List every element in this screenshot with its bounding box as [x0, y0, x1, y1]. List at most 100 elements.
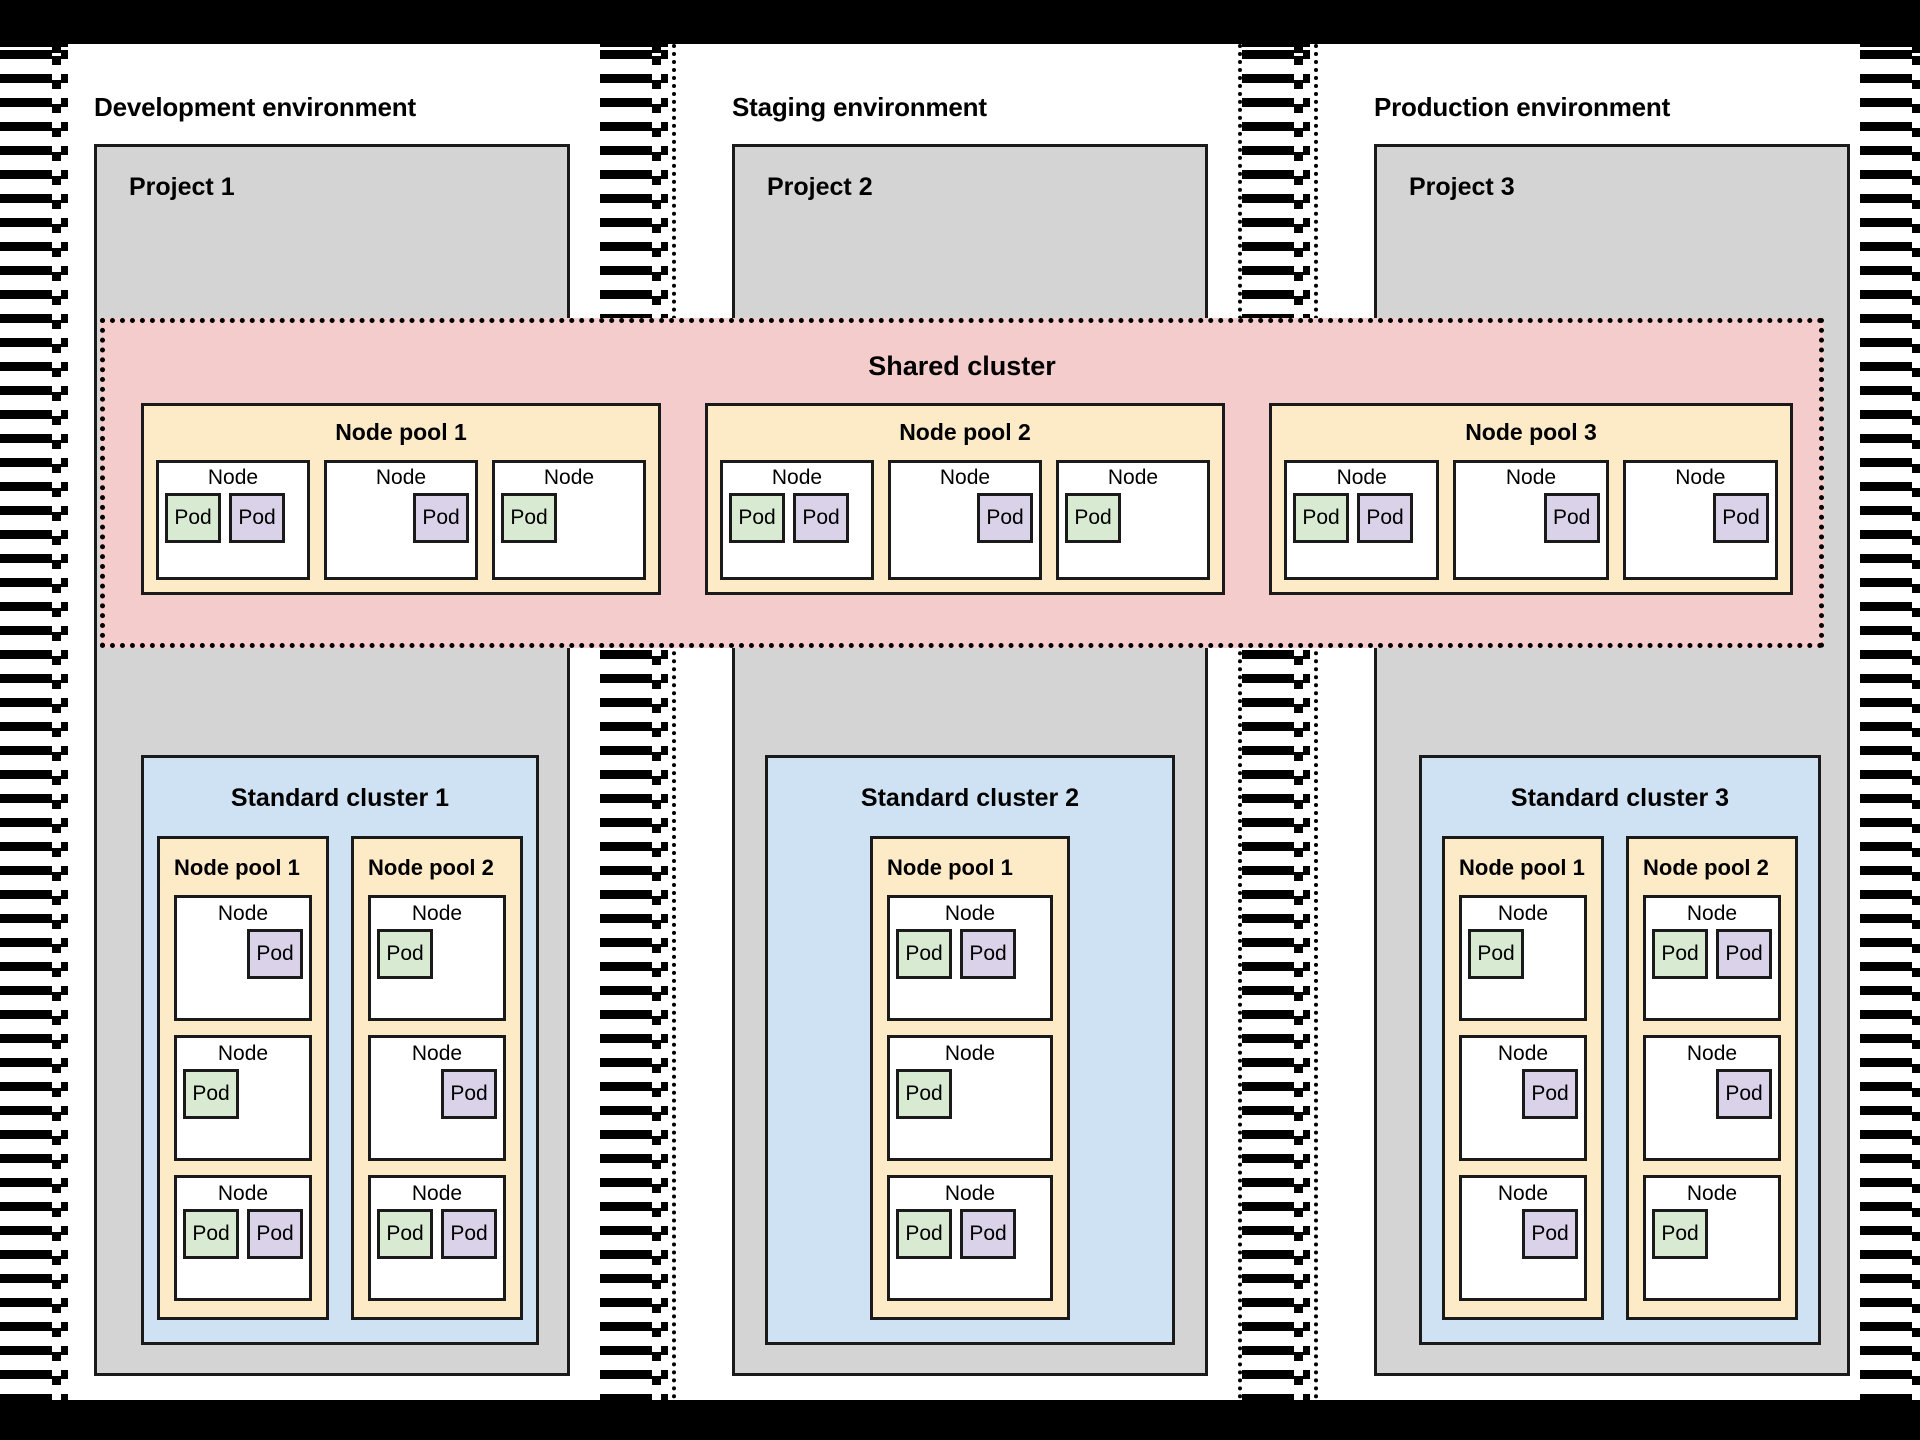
pod-purple[interactable]: Pod [960, 928, 1016, 979]
pod-green[interactable]: Pod [896, 1068, 952, 1119]
shared-cluster-title: Shared cluster [868, 351, 1056, 381]
node-pool-title: Node pool 1 [174, 855, 300, 880]
pod-green[interactable]: Pod [1293, 492, 1349, 543]
pod-purple[interactable]: Pod [441, 1068, 497, 1119]
pod-purple[interactable]: Pod [441, 1208, 497, 1259]
node-label: Node [939, 466, 991, 489]
pod-purple[interactable]: Pod [1543, 492, 1600, 543]
pod-green[interactable]: Pod [1468, 928, 1524, 979]
pod-row: Pod [333, 492, 469, 543]
pod-purple[interactable]: Pod [413, 492, 469, 543]
node-pool-title: Node pool 3 [1465, 419, 1597, 445]
node-pool-title: Node pool 2 [1643, 855, 1769, 880]
pod-row: Pod [183, 928, 303, 979]
pod-row: Pod [1065, 492, 1201, 543]
pod-purple[interactable]: Pod [1357, 492, 1413, 543]
pod-green[interactable]: Pod [183, 1068, 239, 1119]
node-label: Node [944, 902, 996, 925]
pod-purple[interactable]: Pod [1712, 492, 1769, 543]
pod-purple[interactable]: Pod [247, 928, 303, 979]
pod-purple[interactable]: Pod [793, 492, 849, 543]
pod-purple[interactable]: Pod [1716, 1068, 1772, 1119]
node-label: Node [375, 466, 427, 489]
pod-green[interactable]: Pod [896, 928, 952, 979]
pod-purple[interactable]: Pod [247, 1208, 303, 1259]
pod-green[interactable]: Pod [377, 1208, 433, 1259]
node-label: Node [411, 902, 463, 925]
pod-green[interactable]: Pod [729, 492, 785, 543]
node-label: Node [1686, 1182, 1738, 1205]
pod-purple[interactable]: Pod [960, 1208, 1016, 1259]
pod-green[interactable]: Pod [896, 1208, 952, 1259]
pod-green[interactable]: Pod [1652, 928, 1708, 979]
standard-cluster-title: Standard cluster 2 [860, 784, 1080, 812]
node-label: Node [771, 466, 823, 489]
node-label: Node [944, 1042, 996, 1065]
pod-green[interactable]: Pod [377, 928, 433, 979]
pod-green[interactable]: Pod [1652, 1208, 1708, 1259]
node-label: Node [1686, 1042, 1738, 1065]
pod-purple[interactable]: Pod [1716, 928, 1772, 979]
pod-row: Pod [1468, 1208, 1578, 1259]
pod-purple[interactable]: Pod [977, 492, 1033, 543]
pod-green[interactable]: Pod [165, 492, 221, 543]
pod-purple[interactable]: Pod [229, 492, 285, 543]
pod-row: Pod [1652, 1068, 1772, 1119]
pod-row: Pod [183, 1068, 303, 1119]
environment-title: Production environment [1374, 92, 1671, 122]
pod-purple[interactable]: Pod [1522, 1068, 1578, 1119]
pod-green[interactable]: Pod [1065, 492, 1121, 543]
pod-purple[interactable]: Pod [1522, 1208, 1578, 1259]
pod-green[interactable]: Pod [183, 1208, 239, 1259]
node-label: Node [1675, 466, 1726, 489]
node-pool-title: Node pool 2 [368, 855, 494, 880]
node-pool-title: Node pool 1 [335, 419, 467, 445]
pod-green[interactable]: Pod [501, 492, 557, 543]
node-label: Node [411, 1182, 463, 1205]
bottom-band [0, 1400, 1920, 1440]
